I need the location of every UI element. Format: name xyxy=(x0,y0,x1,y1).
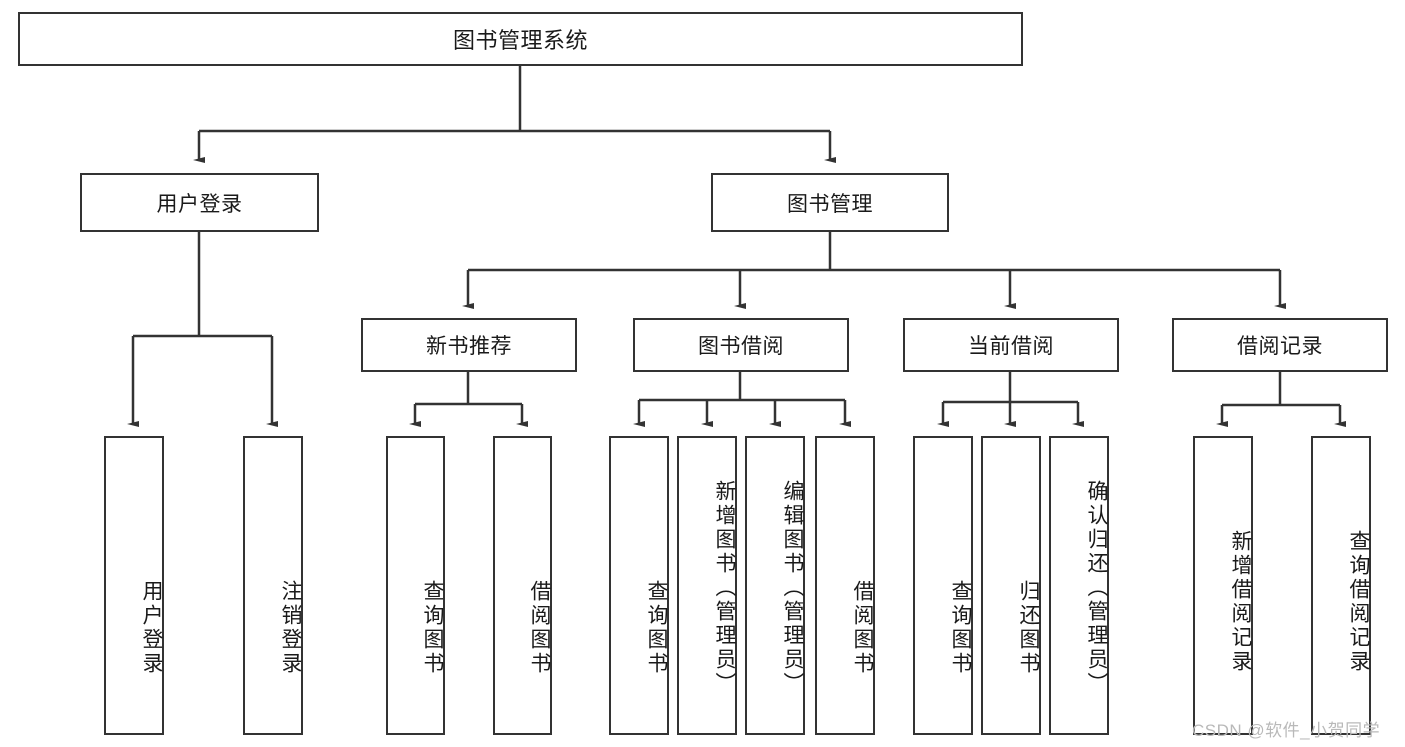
node-current-borrow[interactable]: 当前借阅 xyxy=(903,318,1119,372)
csdn-watermark: CSDN @软件_小贺同学 xyxy=(1192,721,1381,740)
leaf-node-edit-book-admin[interactable]: 编辑图书（管理员） xyxy=(745,436,805,735)
leaf-node-borrow-book-2[interactable]: 借阅图书 xyxy=(815,436,875,735)
leaf-node-query-borrow-record[interactable]: 查询借阅记录 xyxy=(1311,436,1371,735)
leaf-node-query-book-1[interactable]: 查询图书 xyxy=(386,436,445,735)
leaf-node-add-borrow-record[interactable]: 新增借阅记录 xyxy=(1193,436,1253,735)
leaf-node-query-book-3[interactable]: 查询图书 xyxy=(913,436,973,735)
leaf-node-add-book-admin[interactable]: 新增图书（管理员） xyxy=(677,436,737,735)
leaf-node-return-book[interactable]: 归还图书 xyxy=(981,436,1041,735)
leaf-node-confirm-return-admin[interactable]: 确认归还（管理员） xyxy=(1049,436,1109,735)
leaf-node-logout-login[interactable]: 注销登录 xyxy=(243,436,303,735)
node-root-book-management-system[interactable]: 图书管理系统 xyxy=(18,12,1023,66)
leaf-node-query-book-2[interactable]: 查询图书 xyxy=(609,436,669,735)
node-new-book-recommend[interactable]: 新书推荐 xyxy=(361,318,577,372)
node-book-borrow[interactable]: 图书借阅 xyxy=(633,318,849,372)
node-user-login[interactable]: 用户登录 xyxy=(80,173,319,232)
leaf-node-user-login[interactable]: 用户登录 xyxy=(104,436,164,735)
node-book-management[interactable]: 图书管理 xyxy=(711,173,949,232)
leaf-node-borrow-book-1[interactable]: 借阅图书 xyxy=(493,436,552,735)
node-borrow-record[interactable]: 借阅记录 xyxy=(1172,318,1388,372)
